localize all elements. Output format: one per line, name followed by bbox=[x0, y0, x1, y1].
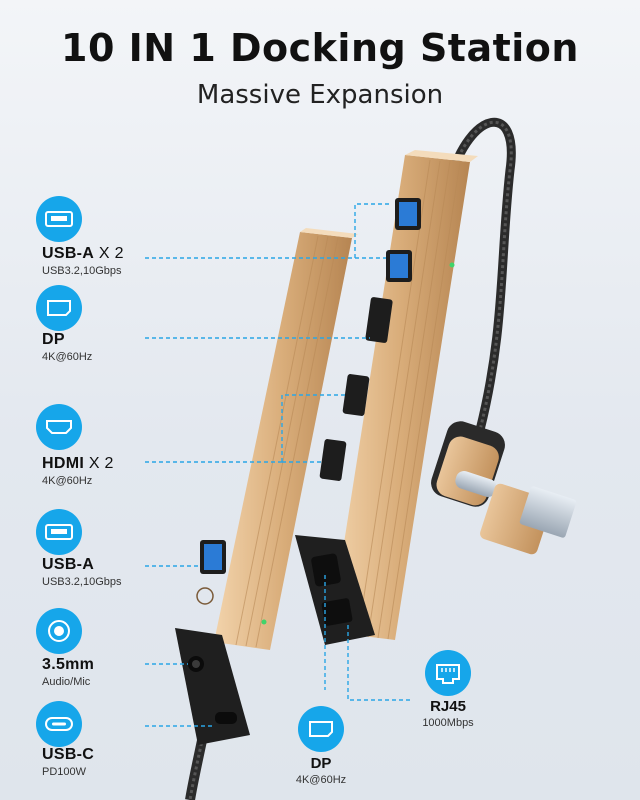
port-label-usb-c: USB-C PD100W bbox=[42, 746, 95, 778]
port-label-usb-a: USB-A USB3.2,10Gbps bbox=[42, 556, 122, 588]
page-title: 10 IN 1 Docking Station bbox=[61, 26, 579, 70]
hdmi-icon bbox=[36, 404, 82, 450]
usb-a-icon bbox=[36, 196, 82, 242]
ethernet-icon bbox=[425, 650, 471, 696]
port-label-rj45: RJ45 1000Mbps bbox=[422, 698, 474, 729]
port-label-usb-a-x2: USB-A X 2 USB3.2,10Gbps bbox=[42, 245, 124, 277]
displayport-icon bbox=[298, 706, 344, 752]
usb-a-icon bbox=[36, 509, 82, 555]
port-label-dp-left: DP 4K@60Hz bbox=[42, 331, 93, 363]
displayport-icon bbox=[36, 285, 82, 331]
audio-jack-icon bbox=[36, 608, 82, 654]
port-label-audio: 3.5mm Audio/Mic bbox=[42, 656, 95, 688]
usb-c-icon bbox=[36, 701, 82, 747]
port-label-dp-bottom: DP 4K@60Hz bbox=[295, 755, 347, 786]
page-subtitle: Massive Expansion bbox=[196, 80, 444, 110]
port-label-hdmi-x2: HDMI X 2 4K@60Hz bbox=[42, 455, 114, 487]
